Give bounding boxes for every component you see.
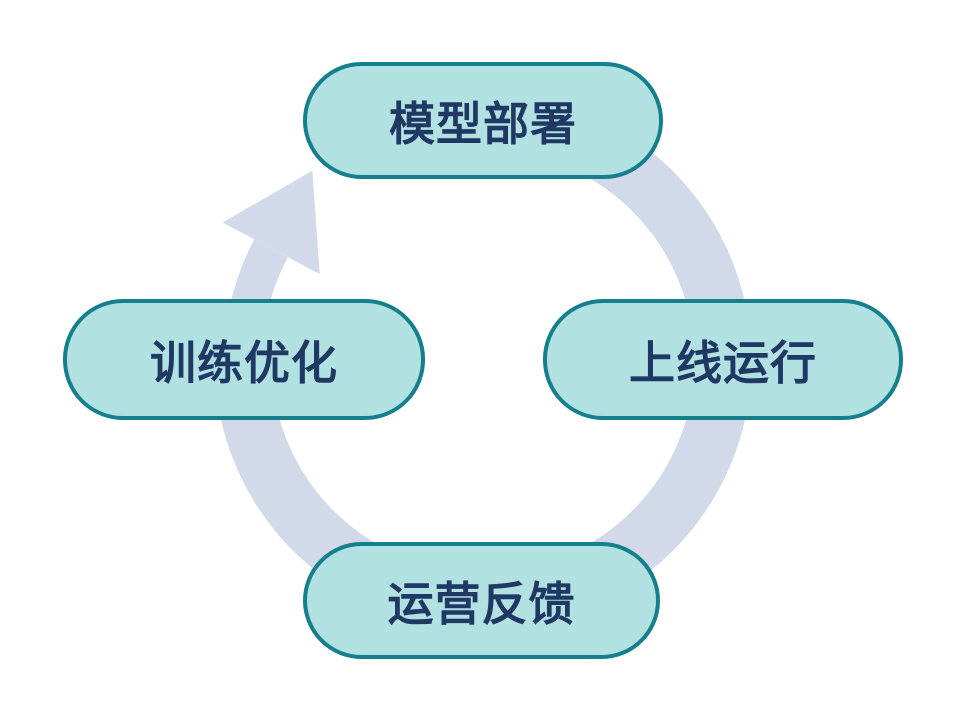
- node-operations-feedback-label: 运营反馈: [387, 577, 576, 630]
- node-training-optimization: 训练优化: [63, 299, 425, 420]
- node-online-operation: 上线运行: [543, 299, 903, 420]
- node-operations-feedback: 运营反馈: [303, 542, 660, 659]
- cycle-arrowhead-icon: [222, 170, 320, 275]
- node-model-deployment: 模型部署: [303, 62, 663, 179]
- node-training-optimization-label: 训练优化: [150, 336, 338, 389]
- node-model-deployment-label: 模型部署: [389, 97, 577, 150]
- node-online-operation-label: 上线运行: [629, 336, 817, 389]
- cycle-arrow-ring: [215, 96, 752, 630]
